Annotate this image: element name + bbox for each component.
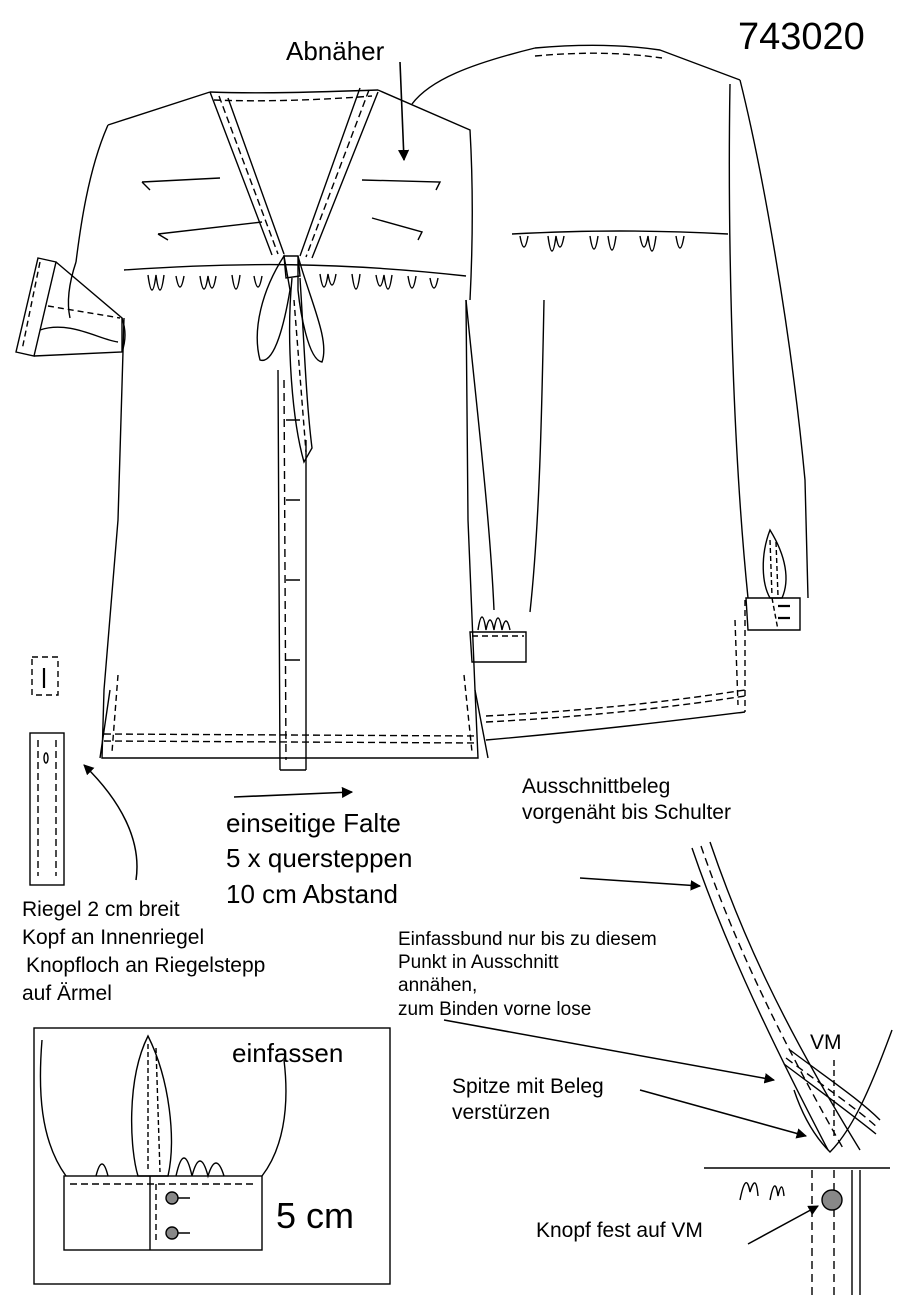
blouse-front-view — [15, 87, 489, 771]
pleat-arrow — [233, 786, 354, 799]
pleat-line: einseitige Falte — [226, 808, 401, 838]
cuff-button-icon — [165, 1191, 179, 1205]
pleat-line: 10 cm Abstand — [226, 878, 398, 909]
model-number: 743020 — [738, 16, 865, 58]
button-note: Knopf fest auf VM — [536, 1219, 703, 1242]
facing-line: Ausschnittbeleg — [522, 775, 671, 798]
tab-line: auf Ärmel — [22, 981, 112, 1005]
binding-line: Einfassbund nur bis zu diesem — [398, 929, 657, 950]
pleat-note: einseitige Falte 5 x quersteppen 10 cm A… — [226, 806, 412, 912]
facing-line: vorgenäht bis Schulter — [522, 800, 731, 824]
pleat-line: 5 x quersteppen — [226, 843, 413, 874]
tab-detail — [29, 656, 138, 886]
tab-line: Riegel 2 cm breit — [22, 898, 180, 921]
tip-line: Spitze mit Beleg — [452, 1075, 604, 1098]
button-detail — [704, 1167, 890, 1295]
cuff-binding-label: einfassen — [232, 1038, 344, 1068]
cuff-width-label: 5 cm — [276, 1195, 355, 1236]
dart-label: Abnäher — [286, 36, 385, 66]
dart-arrow — [397, 61, 410, 162]
binding-note: Einfassbund nur bis zu diesem Punkt in A… — [398, 928, 657, 1021]
blouse-back-view — [411, 44, 809, 741]
facing-note: Ausschnittbeleg vorgenäht bis Schulter — [522, 774, 731, 825]
tab-note: Riegel 2 cm breit Kopf an Innenriegel Kn… — [22, 896, 265, 1008]
tip-line: verstürzen — [452, 1100, 551, 1124]
button-icon — [821, 1189, 843, 1211]
cuff-button-icon — [165, 1226, 179, 1240]
tab-line: Knopfloch an Riegelstepp — [26, 953, 266, 977]
binding-line: annähen, — [398, 975, 478, 997]
neckline-detail — [443, 841, 893, 1153]
tip-note: Spitze mit Beleg verstürzen — [452, 1074, 604, 1125]
tab-line: Kopf an Innenriegel — [22, 925, 205, 949]
binding-line: zum Binden vorne lose — [398, 998, 592, 1020]
cuff-detail — [33, 1027, 391, 1285]
center-front-label: VM — [810, 1031, 842, 1054]
binding-line: Punkt in Ausschnitt — [398, 952, 559, 974]
